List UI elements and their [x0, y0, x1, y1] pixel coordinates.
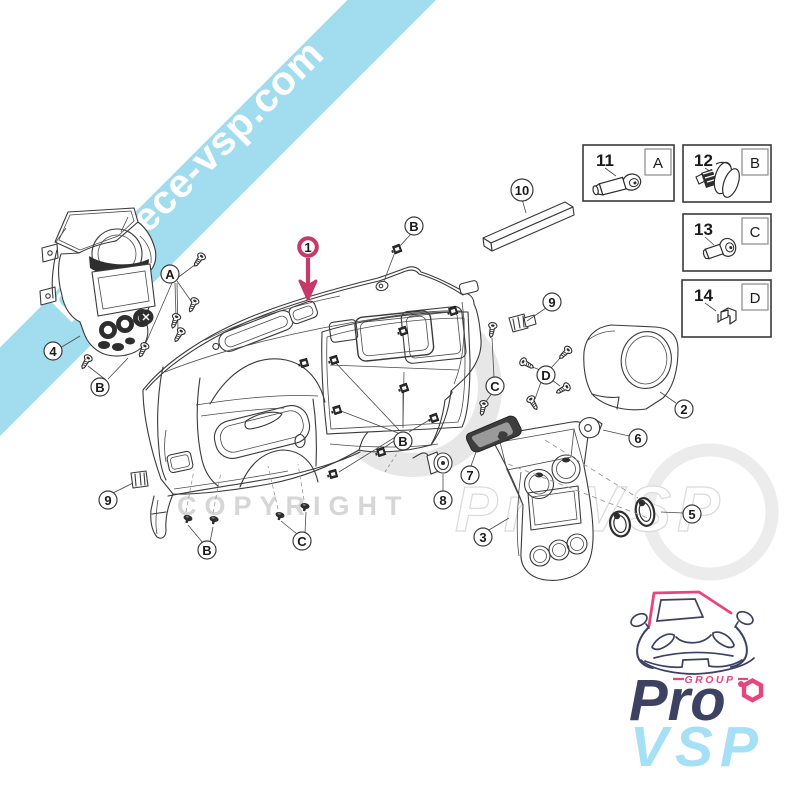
svg-text:C: C: [297, 534, 307, 549]
svg-text:B: B: [750, 155, 760, 172]
svg-text:B: B: [202, 543, 211, 558]
svg-text:7: 7: [466, 468, 473, 483]
svg-text:B: B: [398, 434, 407, 449]
svg-text:4: 4: [49, 344, 57, 359]
svg-text:VSP: VSP: [630, 715, 765, 779]
svg-text:A: A: [653, 155, 663, 172]
svg-text:B: B: [409, 219, 418, 234]
svg-text:8: 8: [439, 493, 446, 508]
svg-text:2: 2: [680, 402, 687, 417]
svg-text:13: 13: [694, 220, 713, 239]
svg-text:3: 3: [479, 530, 486, 545]
svg-text:B: B: [95, 380, 104, 395]
svg-text:9: 9: [104, 493, 111, 508]
svg-text:1: 1: [304, 240, 311, 255]
svg-text:A: A: [165, 267, 175, 282]
svg-text:C: C: [490, 379, 500, 394]
svg-text:11: 11: [596, 151, 614, 170]
svg-text:D: D: [750, 290, 761, 307]
svg-text:12: 12: [694, 151, 713, 170]
svg-text:9: 9: [548, 295, 555, 310]
svg-text:Pro: Pro: [629, 668, 726, 733]
svg-text:6: 6: [634, 431, 641, 446]
svg-text:GROUP: GROUP: [684, 674, 735, 686]
svg-text:C: C: [750, 224, 761, 241]
svg-text:5: 5: [688, 507, 695, 522]
svg-text:D: D: [541, 368, 550, 383]
svg-text:10: 10: [515, 183, 529, 198]
svg-text:14: 14: [694, 286, 713, 305]
